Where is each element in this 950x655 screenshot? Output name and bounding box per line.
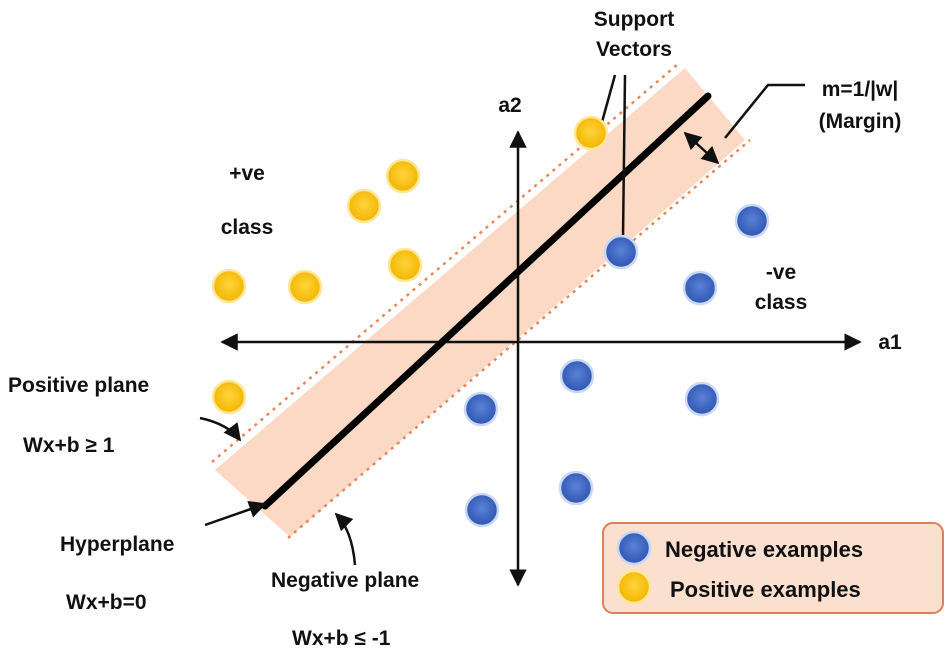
y-axis-label: a2 — [498, 94, 521, 117]
hyperplane-equation: Wx+b=0 — [66, 591, 147, 614]
positive-point — [211, 268, 247, 304]
support-vector-pointer-2 — [621, 74, 627, 239]
negative-class-label-line2: class — [755, 291, 808, 314]
positive-point — [211, 379, 247, 415]
legend: Negative examples Positive examples — [602, 522, 944, 614]
legend-positive-label: Positive examples — [670, 577, 861, 602]
margin-label-pointer — [724, 83, 805, 139]
negative-plane-pointer — [334, 512, 357, 566]
negative-point — [684, 381, 720, 417]
positive-point — [385, 158, 421, 194]
support-vector-pointer-1 — [600, 74, 617, 123]
negative-point — [558, 470, 594, 506]
positive-point — [287, 269, 323, 305]
margin-caption-label: (Margin) — [819, 110, 902, 133]
negative-plane-label: Negative plane — [271, 569, 419, 592]
positive-plane-pointer — [199, 416, 242, 442]
legend-positive-swatch — [616, 569, 652, 605]
negative-points — [463, 203, 770, 528]
negative-class-label-line1: -ve — [766, 261, 796, 284]
positive-point — [573, 115, 609, 151]
hyperplane-line — [261, 92, 712, 510]
negative-point — [464, 492, 500, 528]
negative-plane-equation: Wx+b ≤ -1 — [292, 627, 391, 650]
hyperplane-label: Hyperplane — [60, 533, 174, 556]
positive-point — [387, 247, 423, 283]
support-vectors-label-line1: Support — [594, 8, 674, 31]
negative-point — [682, 270, 718, 306]
positive-plane-line — [211, 63, 679, 463]
legend-box — [602, 522, 944, 614]
positive-class-label-line1: +ve — [229, 162, 265, 185]
negative-point — [463, 391, 499, 427]
negative-point — [559, 358, 595, 394]
negative-point — [734, 203, 770, 239]
margin-arrow — [683, 131, 720, 165]
positive-point — [346, 188, 382, 224]
negative-point — [603, 234, 639, 270]
positive-plane-equation: Wx+b ≥ 1 — [23, 434, 115, 457]
positive-points — [211, 115, 609, 415]
margin-formula-label: m=1/|w| — [822, 78, 899, 101]
legend-negative-label: Negative examples — [665, 537, 863, 562]
positive-plane-label: Positive plane — [8, 374, 149, 397]
legend-negative-swatch — [616, 530, 652, 566]
hyperplane-pointer — [204, 500, 267, 527]
positive-class-label-line2: class — [221, 216, 274, 239]
x-axis-label: a1 — [878, 331, 902, 354]
support-vectors-label-line2: Vectors — [596, 38, 672, 61]
